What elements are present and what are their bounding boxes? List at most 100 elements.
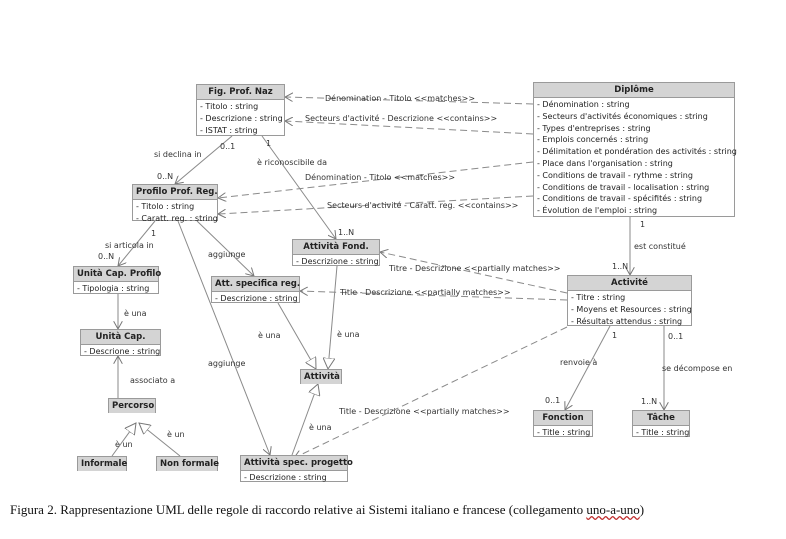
class-attr: - Descrizione : string [215, 294, 298, 303]
edge-label: 1 [640, 220, 646, 229]
edge-denom-titolo-1 [285, 97, 534, 105]
class-attr: - Types d'entreprises : string [537, 123, 651, 133]
class-tache[interactable]: Tâche - Title : string [632, 410, 690, 437]
caption-end: ) [639, 502, 645, 517]
edge-title-descr-3 [294, 326, 568, 458]
class-fonction[interactable]: Fonction - Title : string [533, 410, 593, 437]
edge-label: è un [115, 440, 133, 449]
edge-renvoie [565, 325, 611, 410]
caption-text: Figura 2. Rappresentazione UML delle reg… [10, 502, 587, 517]
edge-label: Title - Descrizione <<partially matches>… [340, 288, 511, 297]
class-name: Fig. Prof. Naz [197, 85, 284, 100]
edge-label: è una [337, 330, 360, 339]
edge-aggiunge-1 [196, 220, 254, 276]
edge-secteurs-caratt [218, 195, 534, 214]
edge-label: 0..N [98, 252, 115, 261]
edge-label: associato a [130, 376, 176, 385]
class-attivita-spec-progetto[interactable]: Attività spec. progetto - Descrizione : … [240, 455, 353, 482]
class-percorso[interactable]: Percorso [108, 398, 156, 413]
figure-caption: Figura 2. Rappresentazione UML delle reg… [10, 502, 780, 518]
edge-e-una-att-spec [277, 302, 316, 369]
class-name: Profilo Prof. Reg. [133, 185, 218, 200]
edge-label: 0..1 [668, 332, 684, 341]
class-name: Informale [78, 457, 127, 471]
edge-label: Dénomination - Titolo <<matches>> [305, 173, 456, 182]
class-attr: - Tipologia : string [77, 284, 150, 293]
edge-label: è una [258, 331, 281, 340]
class-attr: - Descrizione : string [200, 113, 283, 123]
edge-e-una-progetto [291, 384, 318, 456]
caption-underlined: uno-a-uno [586, 502, 640, 517]
class-attivita[interactable]: Attività [300, 369, 342, 384]
class-informale[interactable]: Informale [77, 456, 127, 471]
class-unita-cap-profilo[interactable]: Unità Cap. Profilo - Tipologia : string [73, 266, 161, 294]
class-attr: - Descrione : string [84, 347, 161, 356]
class-name: Unità Cap. Profilo [74, 267, 161, 282]
edge-label: Secteurs d'activité - Caratt. reg. <<con… [327, 201, 519, 210]
edge-denom-titolo-2 [218, 161, 534, 198]
edge-si-articola [118, 220, 156, 266]
class-attr: - Title : string [537, 428, 591, 437]
edge-secteurs-descr [285, 121, 534, 135]
class-name: Fonction [534, 411, 592, 426]
edge-label: Titre - Descrizione <<partially matches>… [389, 264, 561, 273]
edge-e-un-non-formale [139, 423, 181, 457]
edge-label: aggiunge [208, 359, 246, 368]
edge-label: 1..N [641, 397, 658, 406]
edge-label: 1..N [338, 228, 355, 237]
edge-label: è una [124, 309, 147, 318]
class-name: Tâche [633, 411, 689, 426]
class-attr: - Délimitation et pondération des activi… [537, 147, 737, 157]
class-name: Percorso [109, 399, 155, 413]
class-fig-prof-naz[interactable]: Fig. Prof. Naz - Titolo : string - Descr… [196, 84, 285, 136]
class-attr: - Titolo : string [136, 202, 195, 211]
class-non-formale[interactable]: Non formale [156, 456, 219, 471]
edge-label: 1 [151, 229, 157, 238]
class-attr: - Caratt. reg. : string [136, 213, 218, 223]
class-attr: - Title : string [636, 428, 690, 437]
edge-e-una-att-fond [328, 265, 338, 369]
class-attr: - Titolo : string [200, 102, 259, 111]
class-attivita-fond[interactable]: Attività Fond. - Descrizione : string [292, 239, 380, 266]
edge-label: 0..1 [545, 396, 561, 405]
class-diplome[interactable]: Diplôme - Dénomination : string - Secteu… [533, 82, 737, 217]
class-name: Unità Cap. [81, 330, 160, 345]
class-profilo-prof-reg[interactable]: Profilo Prof. Reg. - Titolo : string - C… [132, 184, 218, 223]
edge-label: si articola in [105, 241, 154, 250]
edge-si-declina [175, 135, 233, 184]
class-name: Attività Fond. [293, 240, 379, 255]
edge-label: se décompose en [662, 364, 733, 373]
class-unita-cap[interactable]: Unità Cap. - Descrione : string [80, 329, 161, 356]
edge-label: 1..N [612, 262, 629, 271]
class-attr: - Conditions de travail - localisation :… [537, 182, 710, 192]
edge-aggiunge-2 [177, 220, 270, 455]
class-name: Non formale [157, 457, 219, 471]
class-att-specifica-reg[interactable]: Att. specifica reg. - Descrizione : stri… [211, 276, 300, 303]
class-activite[interactable]: Activité - Titre : string - Moyens et Re… [567, 275, 692, 326]
edge-label: si declina in [154, 150, 202, 159]
class-attr: - Résultats attendus : string [571, 316, 683, 326]
edge-label: 1 [266, 139, 272, 148]
class-name: Attività [301, 370, 341, 384]
edge-label: Title - Descrizione <<partially matches>… [339, 407, 510, 416]
edge-label: renvoie à [560, 358, 598, 367]
edge-label: è riconoscibile da [257, 158, 327, 167]
edge-label: Secteurs d'activité - Descrizione <<cont… [305, 114, 498, 123]
class-attr: - Place dans l'organisation : string [537, 158, 673, 168]
class-attr: - Évolution de l'emploi : string [537, 206, 658, 216]
edge-label: è una [309, 423, 332, 432]
class-attr: - Moyens et Resources : string [571, 304, 692, 314]
edge-label: Dénomination - Titolo <<matches>> [325, 94, 476, 103]
edge-label: è un [167, 430, 185, 439]
class-name: Diplôme [534, 83, 734, 98]
edge-titre-descr-1 [380, 252, 568, 294]
edge-title-descr-2 [300, 291, 568, 301]
class-name: Att. specifica reg. [212, 277, 300, 292]
class-attr: - Descrizione : string [244, 473, 327, 482]
class-name: Activité [568, 276, 691, 291]
edge-label: 0..N [157, 172, 174, 181]
class-attr: - Titre : string [571, 293, 626, 302]
class-name: Attività spec. progetto [241, 456, 353, 471]
class-attr: - Emplois concernés : string [537, 135, 649, 145]
